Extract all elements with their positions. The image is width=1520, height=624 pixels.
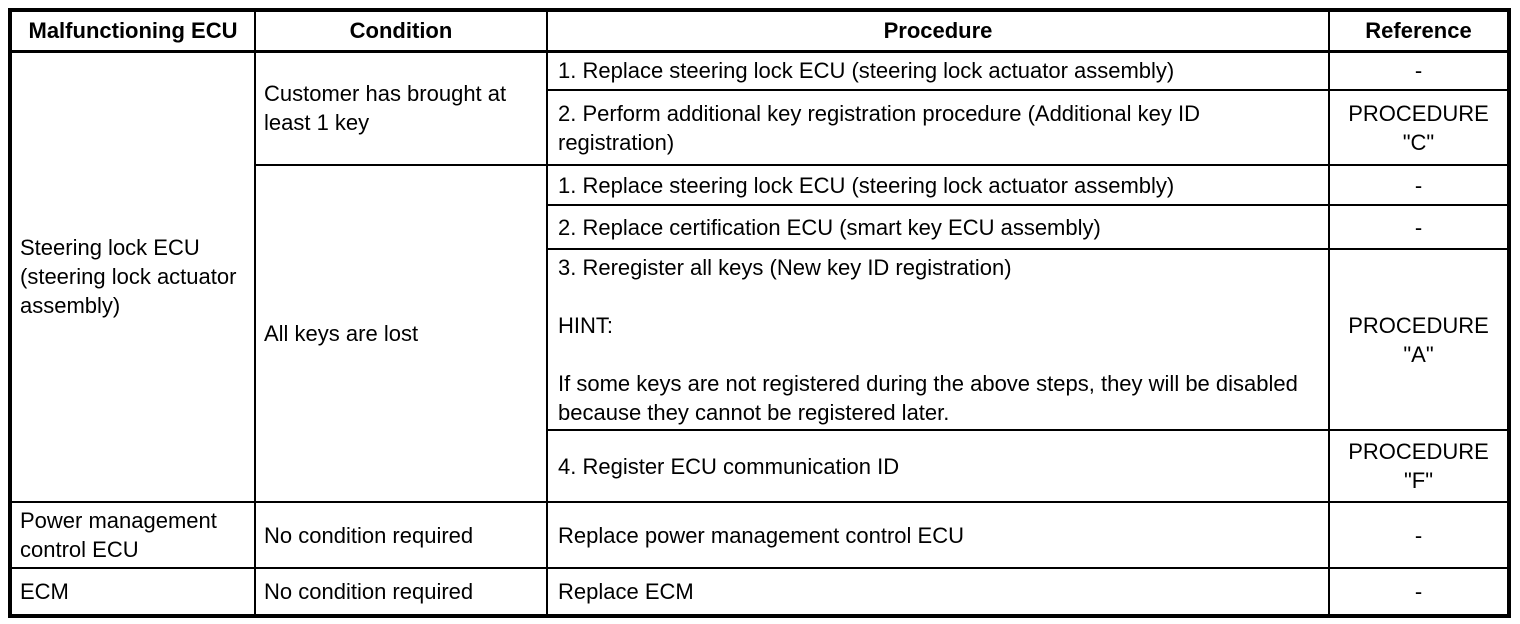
cell-ecu-ecm: ECM: [9, 567, 256, 617]
header-reference: Reference: [1328, 9, 1510, 53]
cell-procedure: Replace power management control ECU: [546, 501, 1330, 569]
cell-reference: -: [1328, 501, 1510, 569]
header-row: Malfunctioning ECU Condition Procedure R…: [9, 9, 1510, 53]
cell-reference: -: [1328, 204, 1510, 250]
cell-procedure: 2. Replace certification ECU (smart key …: [546, 204, 1330, 250]
header-procedure: Procedure: [546, 9, 1330, 53]
cell-ecu-power-management: Power management control ECU: [9, 501, 256, 569]
cell-procedure: 1. Replace steering lock ECU (steering l…: [546, 50, 1330, 91]
cell-reference: PROCEDURE "C": [1328, 89, 1510, 166]
cell-condition: No condition required: [254, 567, 548, 617]
table-row: All keys are lost 1. Replace steering lo…: [10, 164, 1510, 503]
table-row: ECM No condition required Replace ECM -: [9, 567, 1510, 617]
table-row: 4. Register ECU communication ID PROCEDU…: [10, 429, 1510, 503]
cell-condition: No condition required: [254, 501, 548, 569]
cell-reference: PROCEDURE "A": [1328, 248, 1510, 431]
ecu-malfunction-table: Malfunctioning ECU Condition Procedure R…: [8, 8, 1511, 618]
cell-reference: PROCEDURE "F": [1328, 429, 1510, 503]
cell-reference: -: [1328, 567, 1510, 617]
cell-procedure-with-hint: 3. Reregister all keys (New key ID regis…: [546, 248, 1330, 431]
cell-reference: -: [1328, 164, 1510, 206]
hint-text: If some keys are not registered during t…: [558, 370, 1298, 425]
table-row: Power management control ECU No conditio…: [9, 501, 1510, 569]
header-condition: Condition: [254, 9, 548, 53]
cell-procedure: 1. Replace steering lock ECU (steering l…: [546, 164, 1330, 206]
cell-condition-key-brought: Customer has brought at least 1 key: [254, 50, 548, 166]
header-malfunctioning-ecu: Malfunctioning ECU: [9, 9, 256, 53]
cell-condition-all-keys-lost: All keys are lost: [254, 164, 548, 503]
cell-procedure: Replace ECM: [546, 567, 1330, 617]
cell-procedure: 2. Perform additional key registration p…: [546, 89, 1330, 166]
procedure-step-text: 3. Reregister all keys (New key ID regis…: [558, 254, 1012, 280]
cell-reference: -: [1328, 50, 1510, 91]
table-row: Steering lock ECU (steering lock actuato…: [9, 50, 1510, 503]
cell-ecu-steering-lock: Steering lock ECU (steering lock actuato…: [9, 50, 256, 503]
table-row: 3. Reregister all keys (New key ID regis…: [10, 248, 1510, 431]
cell-procedure: 4. Register ECU communication ID: [546, 429, 1330, 503]
table-row: 2. Replace certification ECU (smart key …: [10, 204, 1510, 250]
hint-label: HINT:: [558, 312, 613, 338]
table-row: 2. Perform additional key registration p…: [10, 89, 1510, 166]
